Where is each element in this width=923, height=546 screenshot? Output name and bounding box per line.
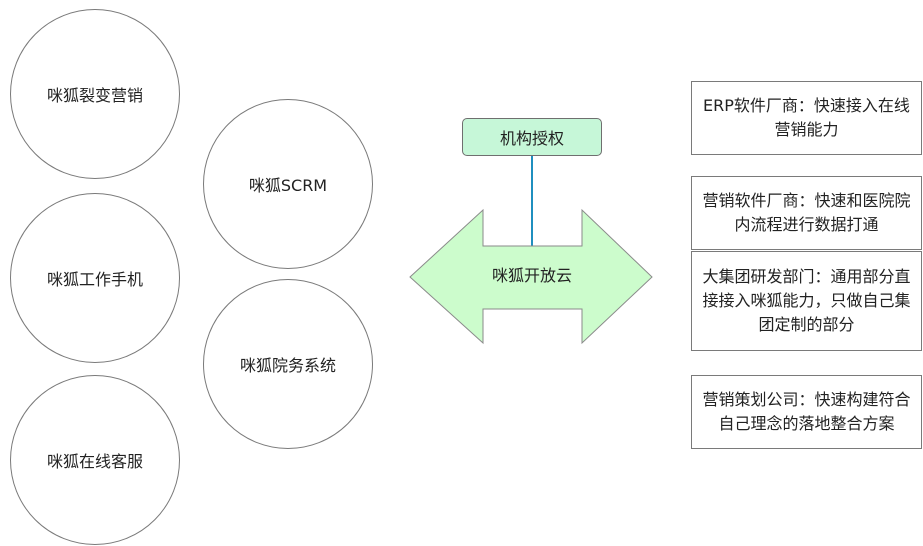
info-box-group-rd: 大集团研发部门：通用部分直接接入咪狐能力，只做自己集团定制的部分 — [691, 251, 922, 351]
info-box-erp: ERP软件厂商：快速接入在线营销能力 — [691, 81, 922, 155]
circle-scrm: 咪狐SCRM — [203, 99, 373, 269]
circle-label: 咪狐SCRM — [248, 176, 328, 195]
circle-work-phone: 咪狐工作手机 — [10, 193, 180, 363]
info-box-marketing-agency: 营销策划公司：快速构建符合自己理念的落地整合方案 — [691, 375, 922, 449]
info-box-marketing-software: 营销软件厂商：快速和医院院内流程进行数据打通 — [691, 176, 922, 250]
info-box-text: 营销软件厂商：快速和医院院内流程进行数据打通 — [702, 191, 911, 234]
info-box-text: ERP软件厂商：快速接入在线营销能力 — [703, 96, 910, 139]
info-box-text: 大集团研发部门：通用部分直接接入咪狐能力，只做自己集团定制的部分 — [702, 267, 911, 334]
auth-box: 机构授权 — [462, 118, 602, 156]
circle-label: 咪狐裂变营销 — [46, 86, 143, 105]
auth-label: 机构授权 — [499, 129, 564, 148]
circle-label: 咪狐在线客服 — [46, 452, 143, 471]
circle-online-service: 咪狐在线客服 — [10, 375, 180, 545]
circle-label: 咪狐工作手机 — [46, 270, 143, 289]
circle-hospital-system: 咪狐院务系统 — [203, 279, 373, 449]
circle-fission-marketing: 咪狐裂变营销 — [10, 9, 180, 179]
open-cloud-label: 咪狐开放云 — [491, 266, 572, 285]
circle-label: 咪狐院务系统 — [239, 356, 336, 375]
info-box-text: 营销策划公司：快速构建符合自己理念的落地整合方案 — [702, 390, 911, 433]
double-arrow — [409, 208, 653, 345]
